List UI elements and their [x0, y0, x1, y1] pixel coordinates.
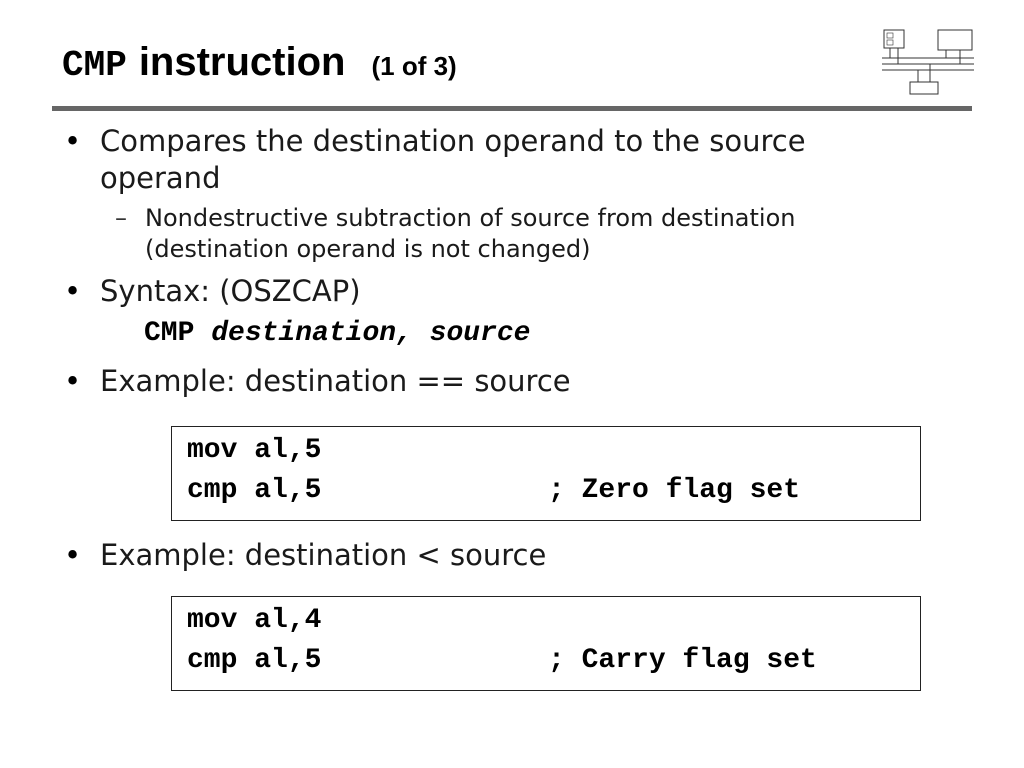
title-keyword: CMP [62, 45, 127, 86]
syntax-instruction: CMP [144, 318, 212, 349]
bullet-text: Example: destination < source [100, 538, 547, 572]
code-block: mov al,5 cmp al,5 ; Zero flag set [171, 426, 921, 521]
code-line: cmp al,5 [187, 645, 322, 676]
sub-bullet-marker: – [115, 204, 127, 232]
syntax-arguments: destination, source [211, 318, 531, 349]
title-divider [52, 106, 972, 111]
code-comment: ; Carry flag set [548, 645, 817, 676]
bullet-text: Syntax: (OSZCAP) [100, 274, 361, 308]
bullet-marker: • [64, 274, 82, 308]
title-part-indicator: (1 of 3) [371, 51, 457, 81]
code-comment: ; Zero flag set [548, 475, 801, 506]
bullet-marker: • [64, 364, 82, 398]
code-line: cmp al,5 [187, 475, 322, 506]
bullet-text: Compares the destination operand to the … [100, 124, 806, 195]
bullet-marker: • [64, 124, 82, 158]
slide-title: CMP instruction (1 of 3) [62, 40, 457, 86]
code-block: mov al,4 cmp al,5 ; Carry flag set [171, 596, 921, 691]
sub-bullet-text: Nondestructive subtraction of source fro… [145, 204, 796, 263]
code-line: mov al,4 [187, 605, 322, 636]
title-word: instruction [138, 40, 346, 84]
syntax-line: CMP destination, source [144, 318, 530, 349]
computer-architecture-diagram-icon [882, 29, 974, 95]
bullet-marker: • [64, 538, 82, 572]
code-line: mov al,5 [187, 435, 322, 466]
bullet-text: Example: destination == source [100, 364, 571, 398]
